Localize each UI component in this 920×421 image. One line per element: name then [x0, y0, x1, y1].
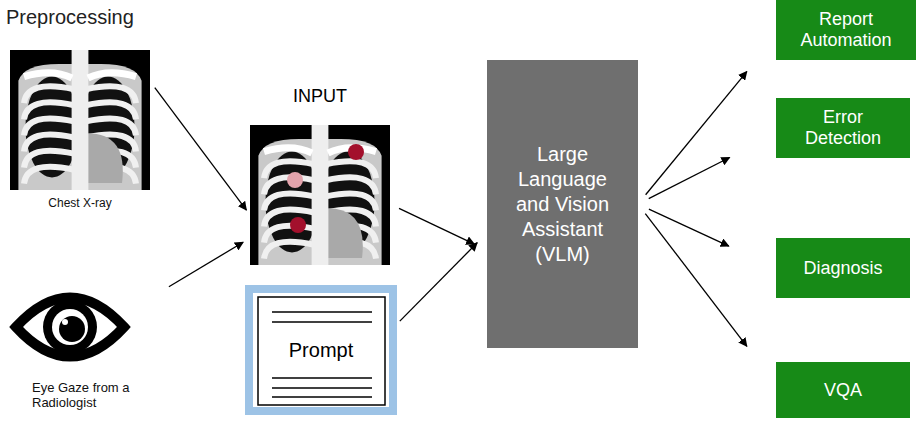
text-line — [272, 387, 372, 389]
spine — [312, 125, 329, 265]
output-box: VQA — [776, 362, 910, 418]
chest-xray-image — [10, 50, 150, 190]
rib — [264, 242, 314, 259]
node-label: Eye Gaze from a Radiologist — [32, 380, 140, 411]
xray-ground — [250, 125, 390, 265]
eye-outline — [16, 298, 124, 357]
arrow-connector — [155, 88, 247, 210]
eye-iris — [43, 300, 97, 354]
gaze-point — [348, 144, 364, 160]
output-box: Error Detection — [776, 98, 910, 158]
node-label: Large Language and Vision Assistant (VLM… — [507, 142, 618, 267]
xray-ground — [10, 50, 150, 190]
arrow-connector — [645, 214, 747, 347]
section-heading: Preprocessing — [6, 6, 134, 29]
clavicle — [88, 73, 136, 78]
arrow-connector — [169, 242, 243, 286]
prompt-paper — [258, 297, 385, 405]
prompt-box: Prompt — [245, 285, 397, 415]
arrow-connector — [649, 158, 730, 199]
image-node: INPUT — [250, 86, 390, 265]
output-box: Diagnosis — [776, 238, 910, 298]
text-line — [272, 311, 372, 313]
prompt-sheet — [258, 297, 385, 405]
arrow-connector — [646, 72, 747, 195]
arrow-connector — [399, 208, 474, 244]
spine — [72, 50, 89, 190]
node-label: Report Automation — [786, 9, 906, 50]
clavicle — [264, 148, 312, 153]
output-box: Report Automation — [776, 0, 916, 60]
model-box: Large Language and Vision Assistant (VLM… — [487, 60, 638, 348]
arrow-connector — [400, 243, 477, 321]
node-label: Error Detection — [786, 107, 900, 148]
input-xray-image — [250, 125, 390, 265]
node-label: INPUT — [293, 86, 347, 107]
node-label: Diagnosis — [803, 258, 882, 279]
node-label: VQA — [824, 380, 862, 401]
text-line — [272, 321, 372, 323]
rib — [24, 167, 74, 184]
eye-icon — [16, 298, 124, 357]
node-label: Chest X-ray — [48, 196, 111, 210]
node-label: Prompt — [285, 339, 357, 362]
text-line — [272, 396, 372, 398]
arrow-connector — [649, 209, 729, 246]
gaze-point — [287, 172, 303, 188]
eye-glint — [62, 319, 68, 325]
image-node: Chest X-ray — [10, 45, 150, 210]
clavicle — [24, 73, 72, 78]
gaze-point — [290, 217, 306, 233]
eye-ring — [52, 309, 88, 345]
eye-pupil — [59, 316, 85, 342]
text-line — [272, 377, 372, 379]
icon-node: Eye Gaze from a Radiologist — [10, 285, 150, 415]
